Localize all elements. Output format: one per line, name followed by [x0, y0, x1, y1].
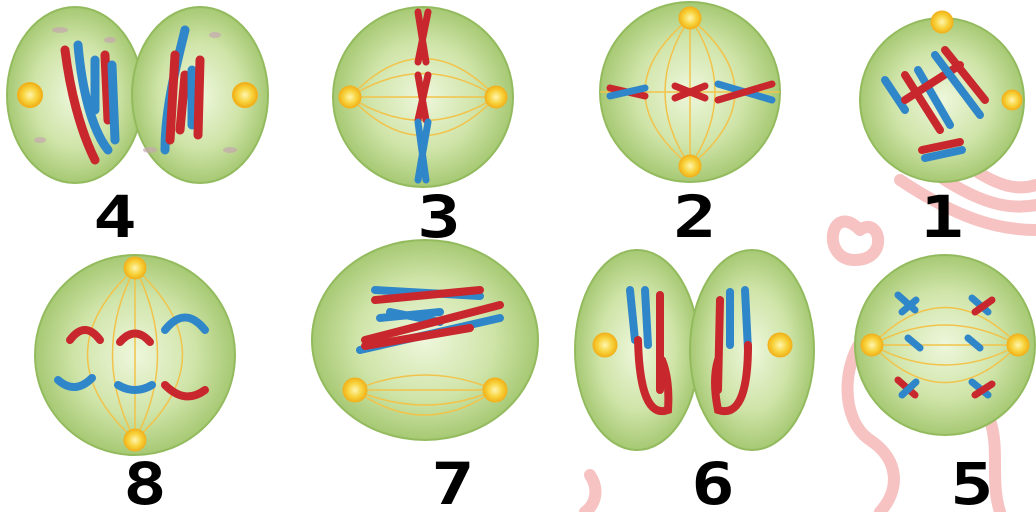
cell-7-diagram: [312, 240, 538, 440]
centrosome-icon: [124, 429, 146, 451]
cell-5-diagram: [855, 255, 1035, 435]
centrosome-icon: [679, 155, 701, 177]
centrosome-icon: [343, 378, 367, 402]
cell-6-diagram: [575, 250, 814, 450]
cell-number-5: 5: [935, 455, 1010, 513]
centrosome-icon: [233, 83, 257, 107]
cell-4-diagram: [7, 7, 268, 183]
centrosome-icon: [124, 257, 146, 279]
centrosome-icon: [861, 334, 883, 356]
cell-number-4: 4: [78, 188, 153, 246]
centrosome-icon: [1007, 334, 1029, 356]
cell-2-diagram: [600, 2, 780, 182]
centrosome-icon: [339, 86, 361, 108]
centrosome-icon: [18, 83, 42, 107]
cell-number-1: 1: [905, 188, 980, 246]
centrosome-icon: [485, 86, 507, 108]
cell-number-8: 8: [108, 455, 183, 513]
centrosome-icon: [931, 11, 953, 33]
cell-1-diagram: [860, 11, 1024, 182]
centrosome-icon: [679, 7, 701, 29]
cell-3-diagram: [333, 7, 513, 187]
cell-number-6: 6: [676, 455, 751, 513]
centrosome-icon: [1002, 90, 1022, 110]
cell-number-2: 2: [658, 188, 733, 246]
cell-number-3: 3: [402, 188, 477, 246]
centrosome-icon: [768, 333, 792, 357]
cell-8-diagram: [35, 255, 235, 455]
centrosome-icon: [483, 378, 507, 402]
cell-number-7: 7: [416, 455, 491, 513]
centrosome-icon: [593, 333, 617, 357]
